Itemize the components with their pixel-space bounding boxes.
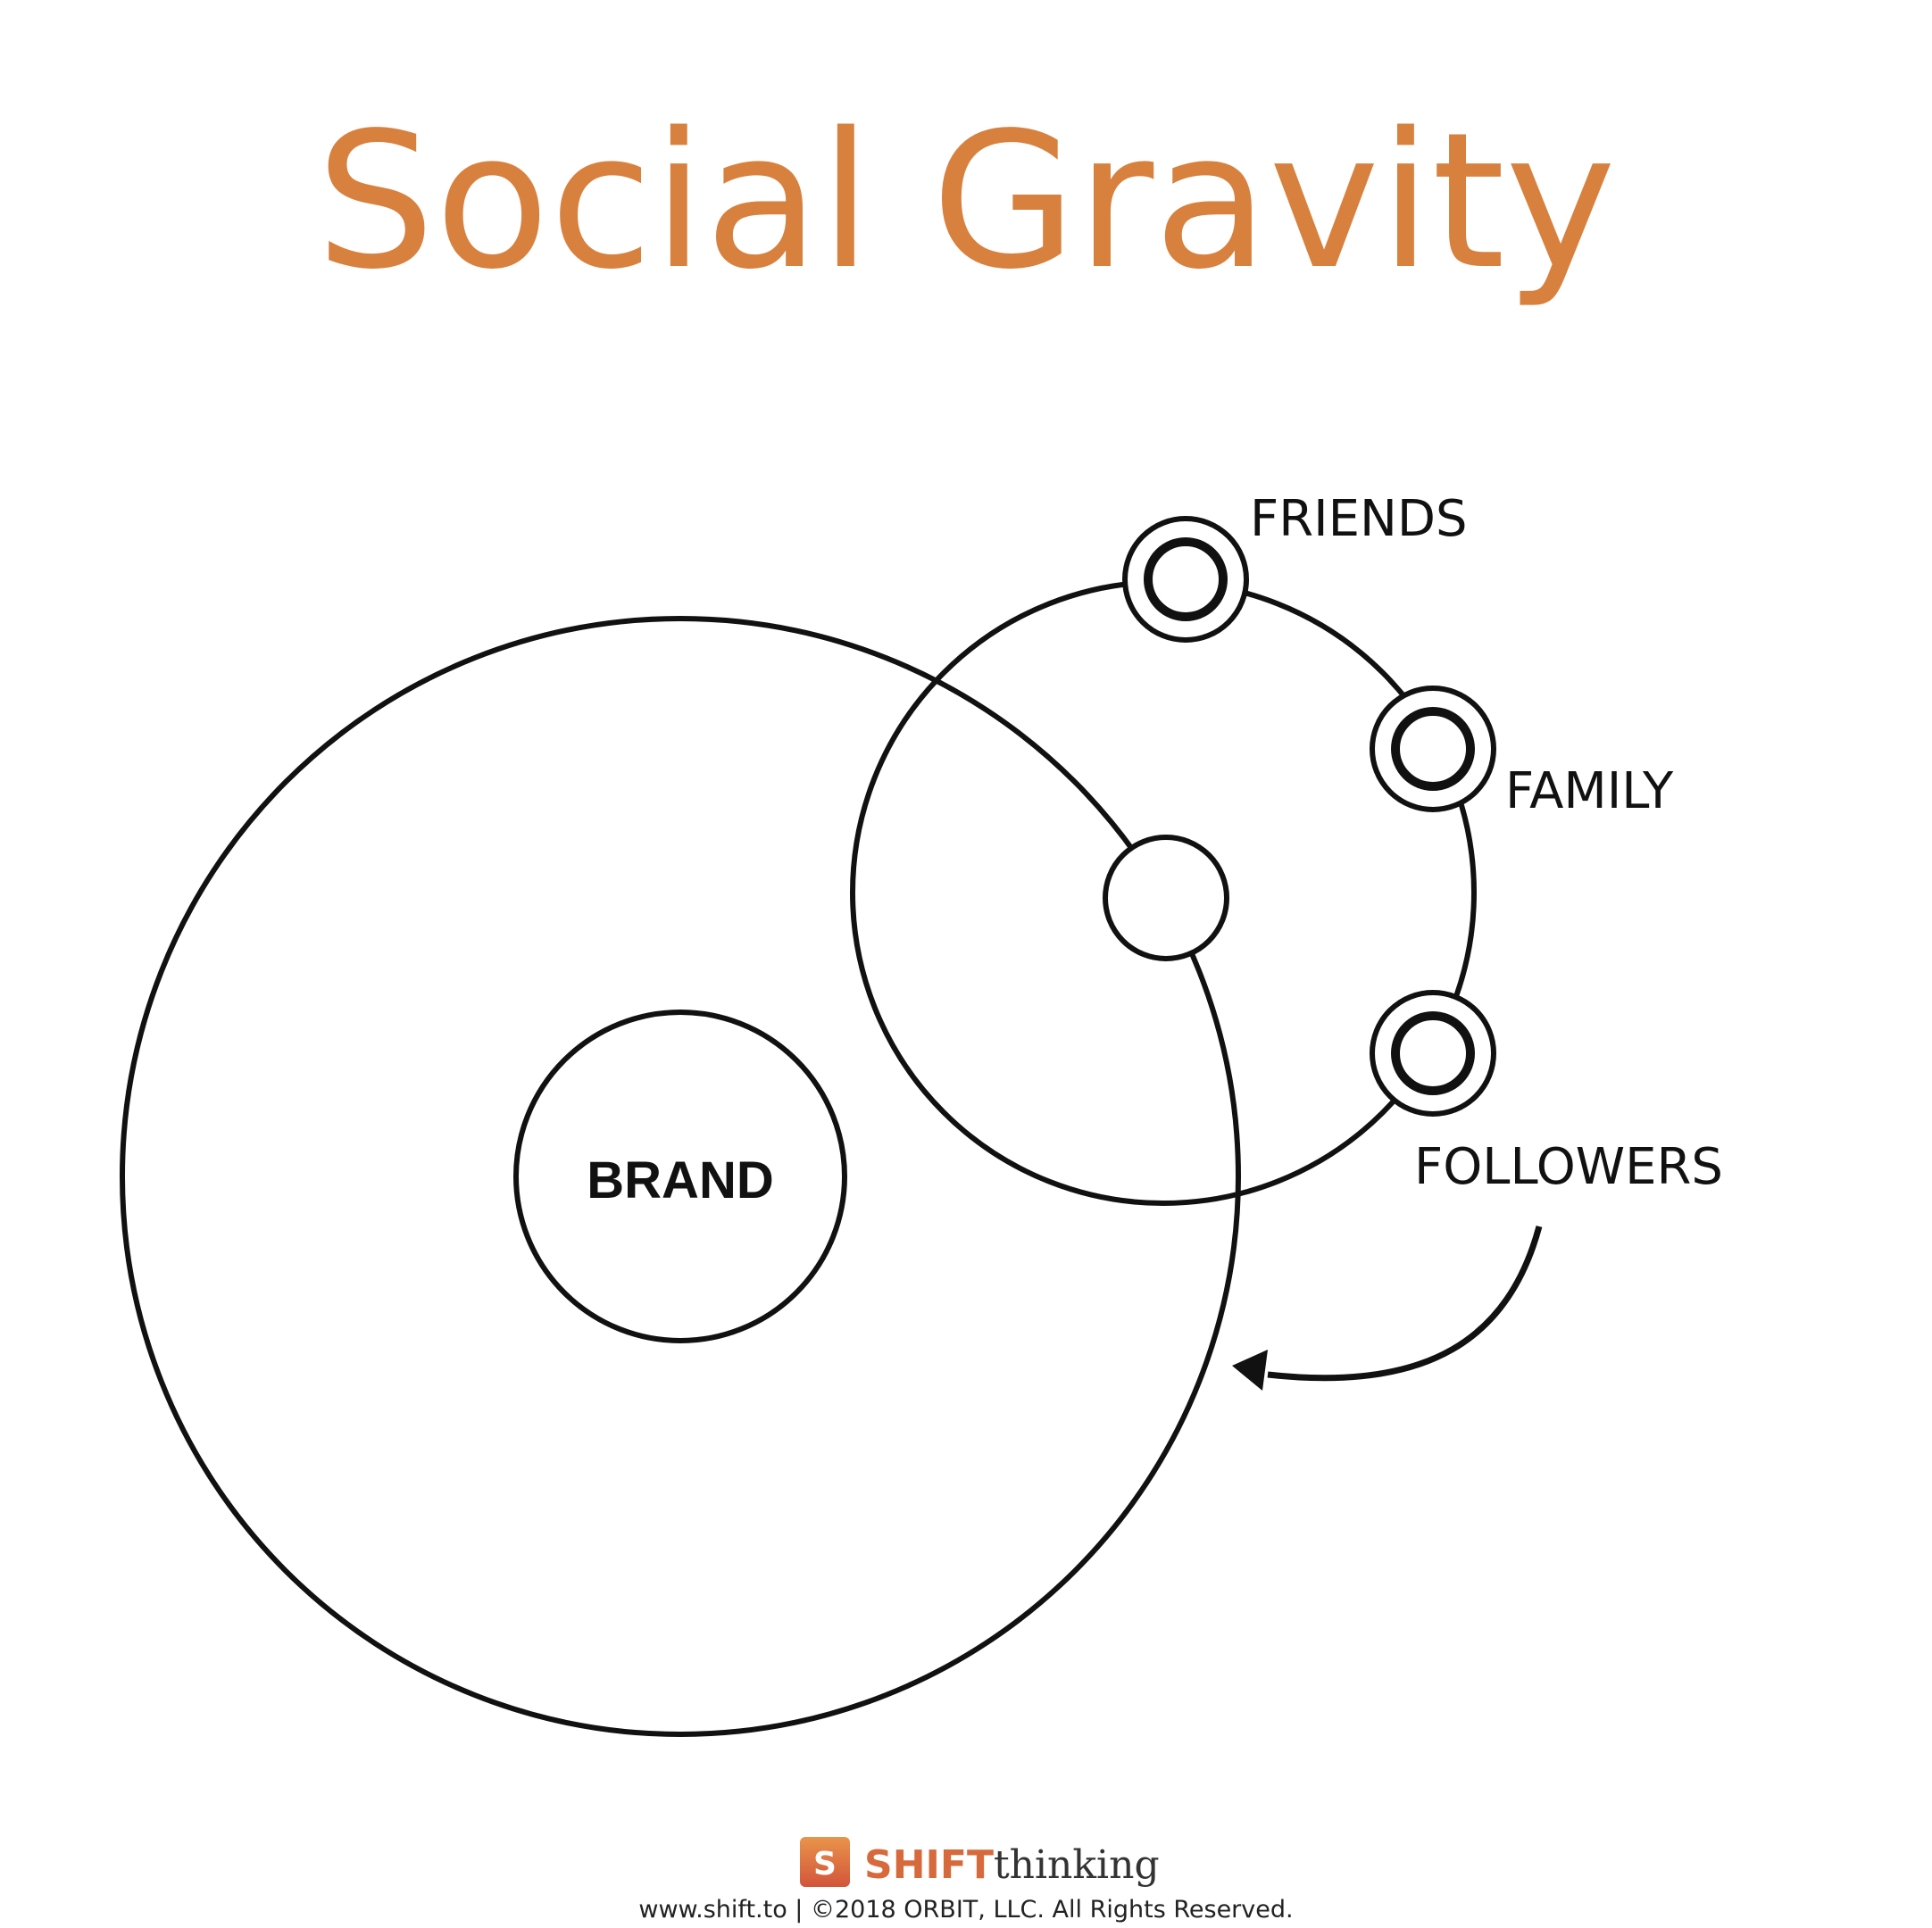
logo-icon-letter: S: [813, 1846, 837, 1882]
brand-core-circle: [513, 1010, 847, 1343]
friends-node: [1122, 516, 1249, 643]
brand-label: BRAND: [587, 1151, 773, 1209]
page-title: Social Gravity: [316, 92, 1616, 311]
pull-arrow: [1267, 1226, 1543, 1382]
followers-label: FOLLOWERS: [1414, 1138, 1723, 1196]
logo-word-shift: SHIFT: [864, 1842, 994, 1888]
brand-orbit-circle: [120, 616, 1241, 1737]
family-label: FAMILY: [1505, 762, 1674, 820]
followers-node: [1370, 990, 1496, 1117]
logo-word-thinking: thinking: [994, 1842, 1160, 1888]
logo-icon: [800, 1837, 850, 1887]
shift-thinking-logo: S SHIFTthinking: [800, 1837, 1160, 1888]
friends-label: FRIENDS: [1250, 490, 1468, 548]
footer-copyright: www.shift.to | ©2018 ORBIT, LLC. All Rig…: [638, 1896, 1293, 1924]
family-node: [1370, 686, 1496, 812]
svg-text:SHIFTthinking: SHIFTthinking: [864, 1842, 1160, 1888]
arrow-head-icon: [1232, 1350, 1268, 1391]
captured-person-node: [1103, 835, 1229, 961]
